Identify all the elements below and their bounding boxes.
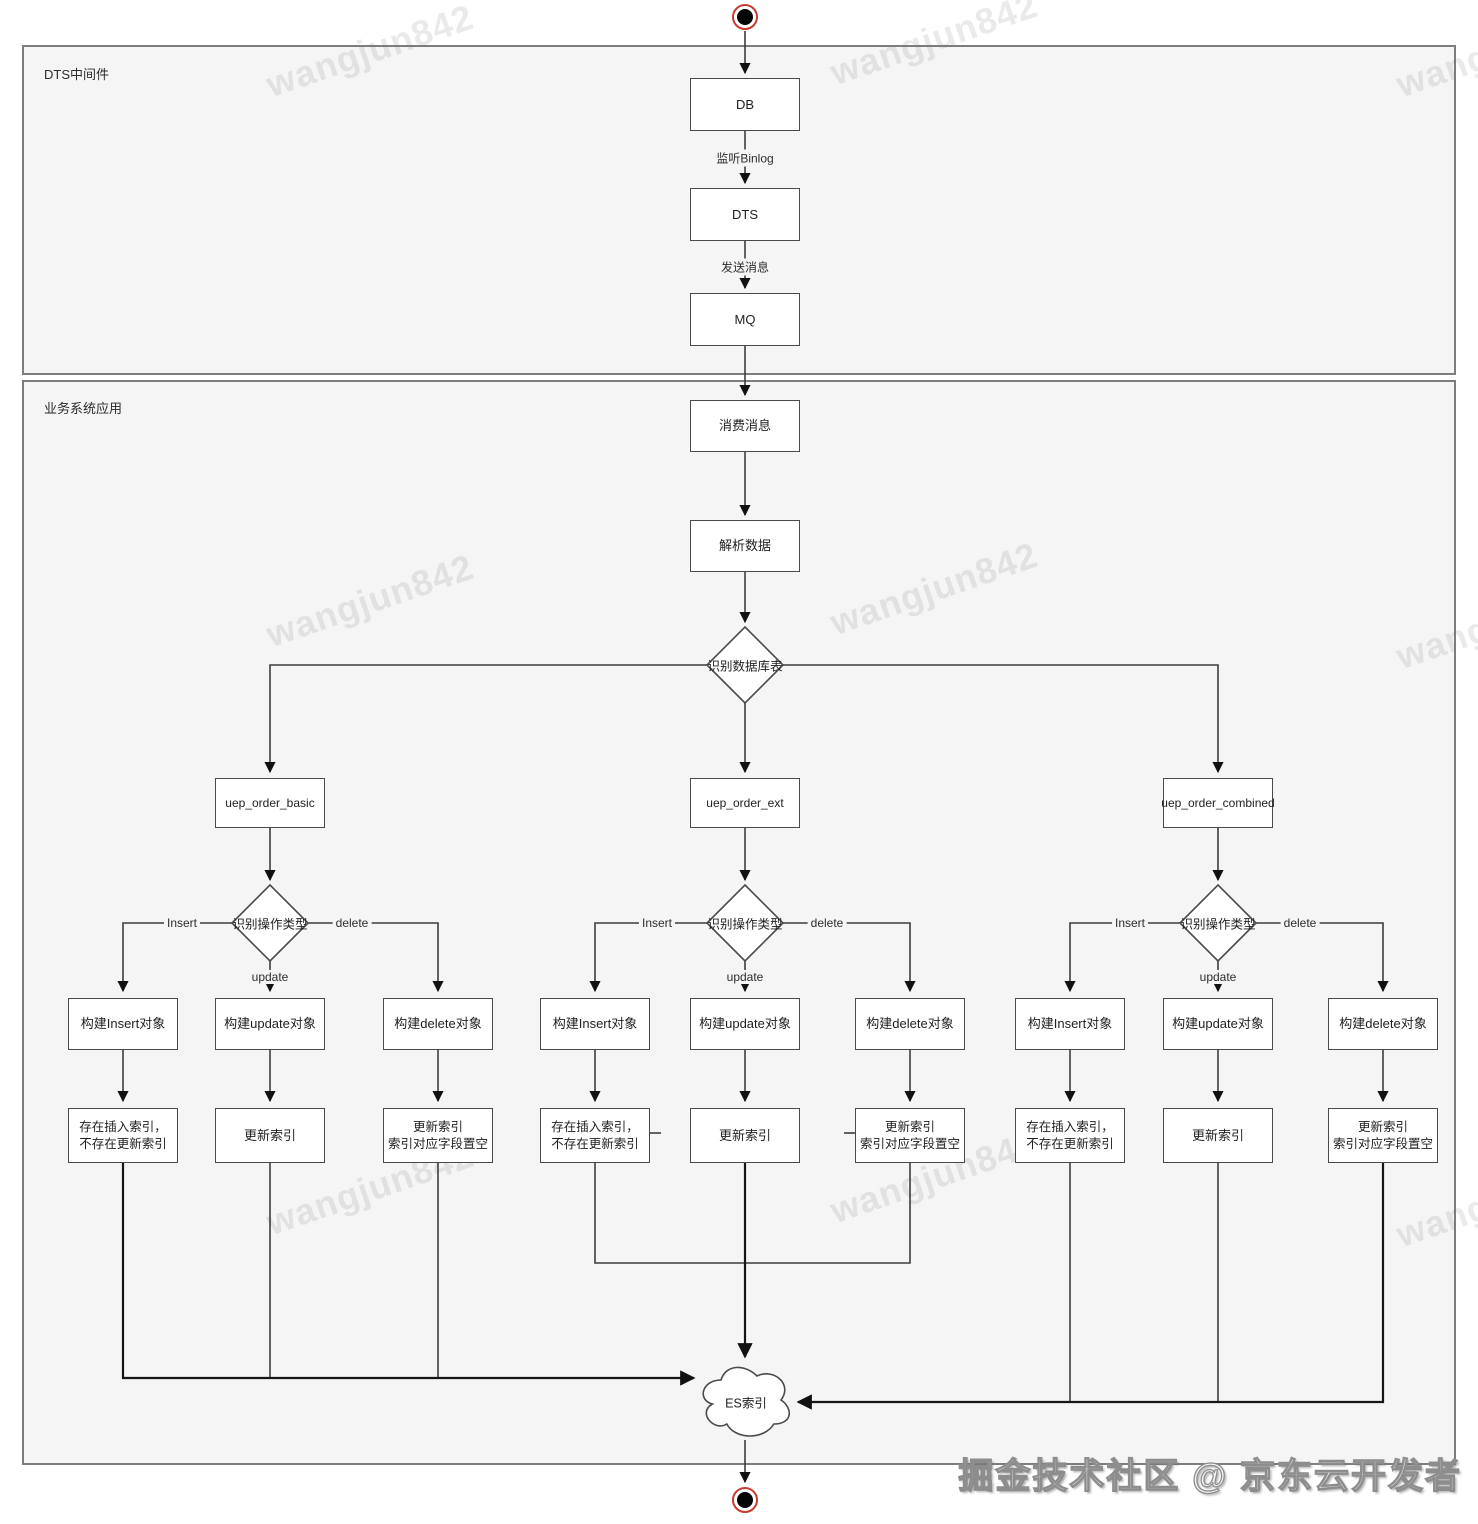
- node-mq: MQ: [690, 293, 800, 346]
- node-table-uep-order-ext: uep_order_ext: [690, 778, 800, 828]
- result-line: 索引对应字段置空: [859, 1136, 960, 1151]
- edge-label-insert-1: Insert: [163, 916, 201, 930]
- result-line: 不存在更新索引: [551, 1136, 639, 1151]
- edge-label-listen-binlog: 监听Binlog: [713, 149, 777, 167]
- node-consume-message: 消费消息: [690, 400, 800, 452]
- group-label-business-system: 业务系统应用: [44, 401, 123, 416]
- node-result-delete-3: 更新索引 索引对应字段置空: [1328, 1108, 1438, 1163]
- decision-identify-op-label-2: 识别操作类型: [707, 917, 783, 932]
- edge-label-update-1: update: [248, 970, 292, 984]
- group-label-dts-middleware: DTS中间件: [44, 67, 110, 82]
- node-build-insert-1: 构建Insert对象: [68, 998, 178, 1050]
- node-parse-data: 解析数据: [690, 520, 800, 572]
- node-result-insert-1: 存在插入索引， 不存在更新索引: [68, 1108, 178, 1163]
- node-dts: DTS: [690, 188, 800, 241]
- node-build-delete-3: 构建delete对象: [1328, 998, 1438, 1050]
- result-line: 不存在更新索引: [79, 1136, 167, 1151]
- result-line: 更新索引: [884, 1119, 935, 1134]
- edge-label-update-2: update: [723, 970, 767, 984]
- node-result-update-3: 更新索引: [1163, 1108, 1273, 1163]
- decision-identify-op-label-3: 识别操作类型: [1180, 917, 1256, 932]
- result-line: 更新索引: [412, 1119, 463, 1134]
- node-build-update-3: 构建update对象: [1163, 998, 1273, 1050]
- node-build-update-2: 构建update对象: [690, 998, 800, 1050]
- end-node-dot: [737, 1492, 753, 1508]
- result-line: 索引对应字段置空: [387, 1136, 488, 1151]
- edge-label-insert-3: Insert: [1111, 916, 1149, 930]
- node-build-update-1: 构建update对象: [215, 998, 325, 1050]
- result-line: 存在插入索引，: [1026, 1119, 1114, 1134]
- result-line: 不存在更新索引: [1026, 1136, 1114, 1151]
- edge-label-update-3: update: [1196, 970, 1240, 984]
- edge-label-delete-2: delete: [807, 916, 847, 930]
- node-result-delete-1: 更新索引 索引对应字段置空: [383, 1108, 493, 1163]
- decision-identify-op-label-1: 识别操作类型: [232, 917, 308, 932]
- watermark-footer: 掘金技术社区 @ 京东云开发者: [958, 1456, 1462, 1496]
- node-table-uep-order-basic: uep_order_basic: [215, 778, 325, 828]
- end-node: [732, 1487, 758, 1513]
- node-build-delete-1: 构建delete对象: [383, 998, 493, 1050]
- result-line: 存在插入索引，: [551, 1119, 639, 1134]
- node-result-delete-2: 更新索引 索引对应字段置空: [855, 1108, 965, 1163]
- result-line: 更新索引: [1357, 1119, 1408, 1134]
- es-cloud-shape: [702, 1366, 790, 1437]
- edge-label-insert-2: Insert: [638, 916, 676, 930]
- edge-label-send-message: 发送消息: [717, 258, 773, 276]
- edge-label-delete-1: delete: [332, 916, 372, 930]
- node-build-delete-2: 构建delete对象: [855, 998, 965, 1050]
- decision-identify-table-label: 识别数据库表: [707, 659, 783, 674]
- start-node-dot: [737, 9, 753, 25]
- node-build-insert-3: 构建Insert对象: [1015, 998, 1125, 1050]
- node-table-uep-order-combined: uep_order_combined: [1161, 778, 1275, 828]
- node-result-update-1: 更新索引: [215, 1108, 325, 1163]
- start-node: [732, 4, 758, 30]
- edge-label-delete-3: delete: [1280, 916, 1320, 930]
- node-result-insert-2: 存在插入索引， 不存在更新索引: [540, 1108, 650, 1163]
- node-result-insert-3: 存在插入索引， 不存在更新索引: [1015, 1108, 1125, 1163]
- node-build-insert-2: 构建Insert对象: [540, 998, 650, 1050]
- result-line: 存在插入索引，: [79, 1119, 167, 1134]
- node-es-index-label: ES索引: [725, 1396, 767, 1411]
- node-db: DB: [690, 78, 800, 131]
- node-result-update-2: 更新索引: [690, 1108, 800, 1163]
- result-line: 索引对应字段置空: [1332, 1136, 1433, 1151]
